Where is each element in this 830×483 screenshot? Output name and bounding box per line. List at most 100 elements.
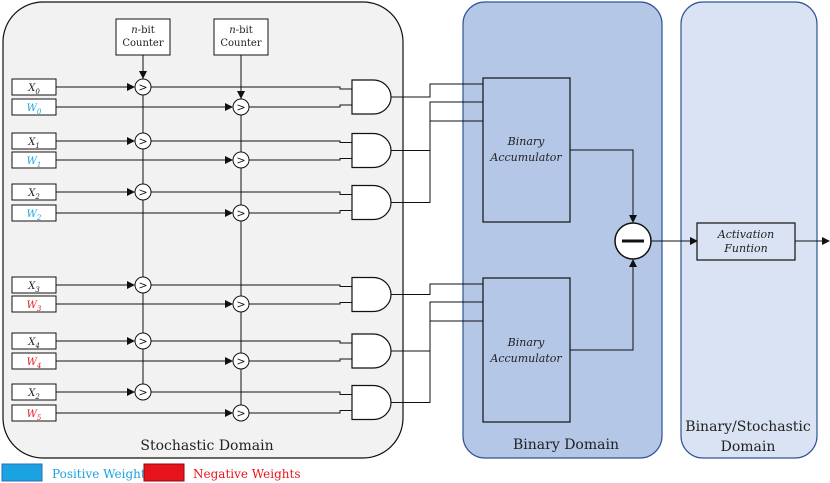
stochastic-domain-label: Stochastic Domain: [140, 438, 273, 454]
x-comparator-out: [151, 391, 352, 395]
x-input-label: X4: [27, 337, 40, 350]
counter-1-label: Counter: [122, 38, 163, 49]
w-comparator-out: [249, 410, 352, 414]
x-subscript: 3: [35, 286, 40, 294]
w-subscript: 3: [37, 305, 42, 313]
comparator-symbol: >: [138, 386, 147, 399]
acc-top-to-subtractor: [570, 149, 637, 223]
x-subscript: 0: [35, 88, 40, 96]
x-input-label: X0: [27, 83, 40, 96]
comparator-symbol: >: [236, 207, 245, 220]
and-gate: [351, 79, 392, 115]
comparator-symbol: >: [236, 407, 245, 420]
and-to-accumulator: [391, 283, 483, 295]
w-var: W: [27, 300, 38, 311]
binary-accumulator-bottom: Binary Accumulator: [482, 277, 571, 423]
accumulator-top-line1: Binary: [507, 135, 546, 148]
accumulator-bottom-line1: Binary: [507, 336, 546, 349]
subtractor: [614, 222, 652, 260]
w-subscript: 5: [37, 414, 42, 422]
and-gate: [351, 384, 392, 421]
activation-line2: Funtion: [723, 242, 767, 255]
comparator-symbol: >: [236, 298, 245, 311]
svg-text:n-bit: n-bit: [131, 25, 154, 36]
w-subscript: 1: [37, 161, 41, 169]
comparator-symbol: >: [138, 81, 147, 94]
w-input-label: W1: [27, 156, 42, 169]
x-comparator-out: [151, 86, 352, 90]
counter-1-bit: -bit: [138, 25, 155, 36]
x-var: X: [27, 281, 36, 292]
accumulator-top-line2: Accumulator: [489, 151, 562, 164]
and-gate: [351, 333, 392, 369]
and-gate: [351, 276, 392, 313]
w-var: W: [27, 409, 38, 420]
binary-stochastic-domain-label-line1: Binary/Stochastic: [685, 419, 811, 435]
and-to-accumulator: [391, 120, 483, 203]
counter-2-bit: -bit: [236, 25, 253, 36]
x-comparator-out: [151, 191, 352, 195]
comparator-symbol: >: [138, 279, 147, 292]
x-subscript: 1: [35, 142, 39, 150]
x-comparator-out: [151, 284, 352, 287]
x-subscript: 2: [34, 393, 40, 401]
x-var: X: [27, 83, 36, 94]
counter-2-n: n: [229, 25, 235, 36]
and-to-accumulator: [391, 320, 483, 403]
w-comparator-out: [249, 358, 352, 362]
and-to-accumulator: [391, 83, 483, 98]
comparator-symbol: >: [138, 335, 147, 348]
and-gate: [351, 132, 392, 169]
x-subscript: 2: [34, 193, 40, 201]
w-var: W: [27, 103, 38, 114]
w-var: W: [27, 156, 38, 167]
binary-accumulator-top: Binary Accumulator: [482, 77, 571, 223]
w-subscript: 0: [37, 108, 42, 116]
w-input-label: W5: [27, 409, 42, 422]
activation-line1: Activation: [717, 228, 774, 241]
w-input-label: W0: [27, 103, 42, 116]
x-input-label: X2: [27, 188, 40, 201]
legend-positive-swatch: [1, 463, 43, 482]
counter-1-n: n: [131, 25, 137, 36]
counter-2-label: Counter: [220, 38, 261, 49]
comparator-symbol: >: [138, 135, 147, 148]
comparator-symbol: >: [138, 186, 147, 199]
x-comparator-out: [151, 140, 352, 143]
counter-1: n-bit Counter: [115, 18, 171, 56]
comparator-symbol: >: [236, 154, 245, 167]
x-input-label: X3: [27, 281, 40, 294]
w-input-label: W2: [27, 209, 42, 222]
activation-function: Activation Funtion: [696, 222, 796, 261]
x-input-label: X2: [27, 388, 40, 401]
legend-positive-label: Positive Weights: [52, 467, 152, 481]
x-var: X: [27, 137, 36, 148]
svg-text:n-bit: n-bit: [229, 25, 252, 36]
accumulator-bottom-line2: Accumulator: [489, 352, 562, 365]
x-var: X: [27, 188, 36, 199]
acc-bottom-to-subtractor: [570, 259, 637, 351]
binary-stochastic-domain-label-line2: Domain: [721, 439, 776, 455]
legend-negative-swatch: [143, 463, 185, 482]
w-comparator-out: [249, 104, 352, 108]
stochastic-domain-panel: [2, 1, 404, 459]
w-input-label: W3: [27, 300, 42, 313]
w-comparator-out: [249, 210, 352, 214]
w-comparator-out: [249, 302, 352, 305]
and-gate: [351, 184, 392, 221]
w-input-label: W4: [27, 357, 42, 370]
x-comparator-out: [151, 340, 352, 344]
comparator-symbol: >: [236, 101, 245, 114]
x-input-label: X1: [27, 137, 40, 150]
x-var: X: [27, 337, 36, 348]
w-comparator-out: [249, 158, 352, 161]
legend-negative-label: Negative Weights: [193, 467, 300, 481]
comparator-symbol: >: [236, 355, 245, 368]
w-subscript: 4: [36, 362, 41, 370]
